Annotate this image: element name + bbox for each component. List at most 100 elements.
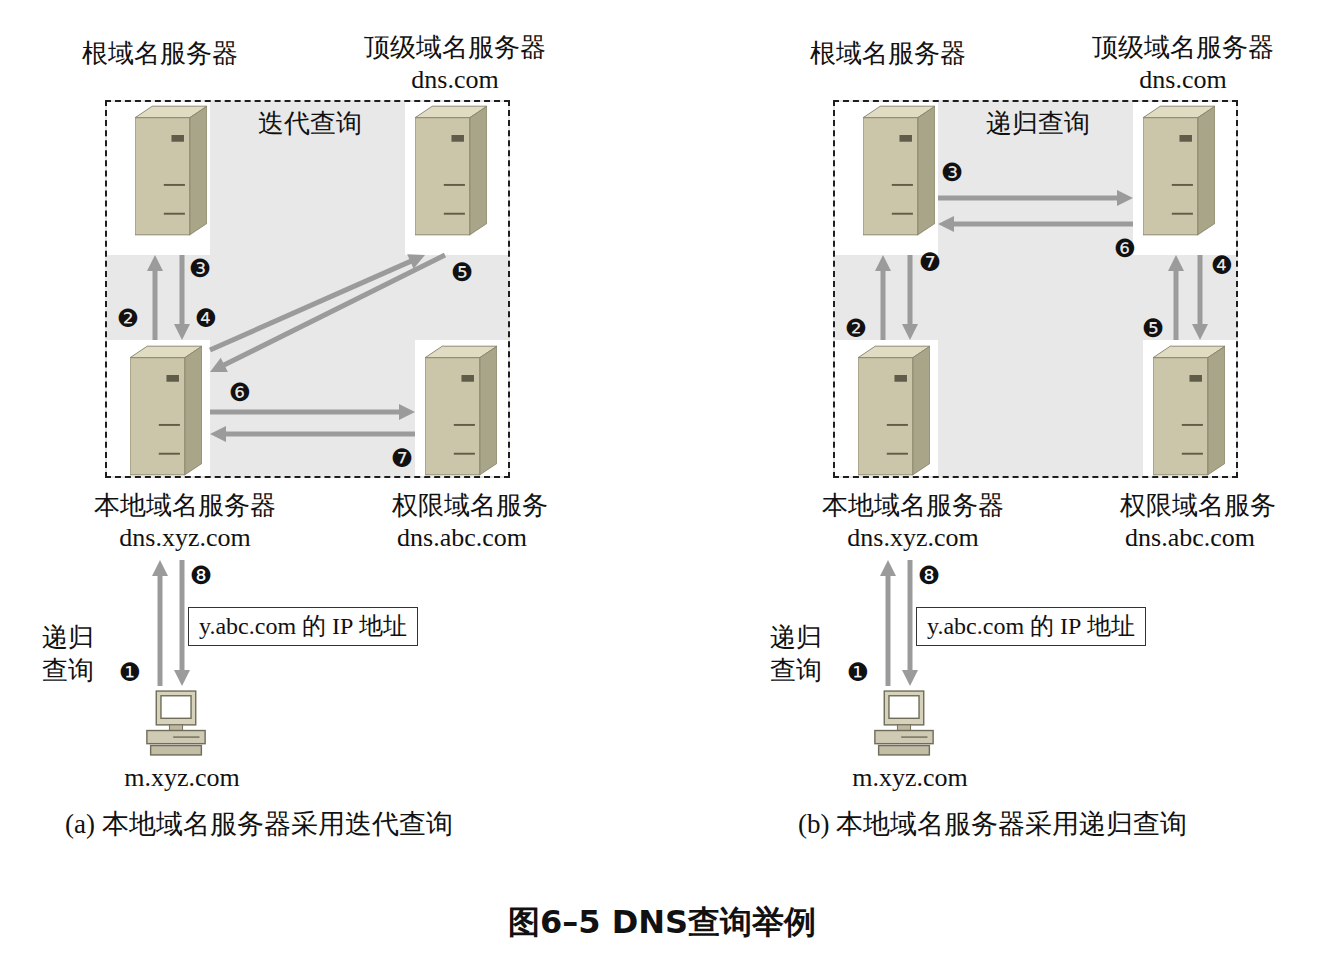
query-arrow bbox=[938, 190, 1133, 206]
text-slot: ❽ bbox=[190, 563, 212, 588]
server-label: dns.com bbox=[411, 64, 498, 95]
text-slot: ❷ bbox=[845, 316, 867, 341]
text-slot: 递归查询 bbox=[986, 108, 1090, 139]
callout-number: ❸ bbox=[189, 256, 211, 281]
server-ground bbox=[835, 102, 938, 255]
arrow-shaft bbox=[180, 255, 185, 326]
server-ground bbox=[1133, 102, 1236, 255]
query-region: 递归查询根域名服务器顶级域名服务器dns.com本地域名服务器dns.xyz.c… bbox=[833, 100, 1238, 478]
text-slot: dns.xyz.com bbox=[119, 522, 250, 553]
arrow-head bbox=[875, 255, 891, 271]
arrow-shaft bbox=[153, 269, 158, 340]
callout-number: ❶ bbox=[847, 660, 869, 685]
callout-number: ❻ bbox=[1114, 236, 1136, 261]
server-label: dns.abc.com bbox=[397, 522, 527, 553]
arrow-head bbox=[1192, 324, 1208, 340]
server-label: 本地域名服务器 bbox=[94, 490, 276, 521]
arrow-shaft bbox=[1198, 255, 1203, 326]
client-host: m.xyz.com bbox=[128, 686, 232, 796]
panel-caption: (a) 本地域名服务器采用迭代查询 bbox=[65, 808, 453, 840]
text-slot: ❻ bbox=[1114, 236, 1136, 261]
text-slot: ❻ bbox=[229, 380, 251, 405]
arrow-shaft bbox=[224, 432, 415, 437]
query-arrow bbox=[174, 255, 190, 340]
server-label: dns.xyz.com bbox=[847, 522, 978, 553]
text-slot: dns.com bbox=[1139, 64, 1226, 95]
server-label: 根域名服务器 bbox=[82, 38, 238, 69]
text-slot: ❹ bbox=[195, 306, 217, 331]
client-host: m.xyz.com bbox=[856, 686, 960, 796]
server-label: m.xyz.com bbox=[124, 762, 240, 793]
text-slot: dns.abc.com bbox=[1125, 522, 1255, 553]
callout-number: ❼ bbox=[391, 446, 413, 471]
arrow-head bbox=[152, 560, 168, 576]
arrow-head bbox=[902, 670, 918, 686]
query-arrow bbox=[880, 560, 896, 686]
arrow-head bbox=[902, 324, 918, 340]
server-ground bbox=[107, 340, 210, 476]
server-label: 顶级域名服务器 bbox=[364, 32, 546, 63]
query-arrow bbox=[210, 426, 415, 442]
arrow-shaft bbox=[886, 574, 891, 686]
server-label: 本地域名服务器 bbox=[822, 490, 1004, 521]
server-ground bbox=[835, 340, 938, 476]
authoritative-server: 权限域名服务dns.abc.com bbox=[415, 340, 510, 560]
callout-number: ❽ bbox=[190, 563, 212, 588]
arrow-shaft bbox=[908, 255, 913, 326]
text-slot: (a) 本地域名服务器采用迭代查询 bbox=[65, 808, 453, 840]
callout-number: ❻ bbox=[229, 380, 251, 405]
text-slot: dns.com bbox=[411, 64, 498, 95]
text-slot: 权限域名服务 bbox=[1120, 490, 1276, 521]
answer-box: y.abc.com 的 IP 地址 bbox=[188, 607, 418, 646]
callout-number: ❷ bbox=[117, 306, 139, 331]
arrow-head bbox=[938, 216, 954, 232]
server-label: 权限域名服务 bbox=[392, 490, 548, 521]
text-slot: 顶级域名服务器 bbox=[364, 32, 546, 63]
query-type-label: 递归 查询 bbox=[770, 622, 830, 687]
arrow-head bbox=[210, 426, 226, 442]
text-slot: 递归 查询 bbox=[770, 622, 830, 687]
server-icon bbox=[863, 106, 935, 235]
query-arrow bbox=[210, 404, 415, 420]
server-ground bbox=[107, 102, 210, 255]
server-icon bbox=[1153, 346, 1225, 475]
text-slot: ❽ bbox=[918, 563, 940, 588]
query-arrow bbox=[152, 560, 168, 686]
query-arrow bbox=[902, 255, 918, 340]
server-ground bbox=[415, 340, 508, 476]
panel-a-art bbox=[105, 100, 510, 755]
server-ground bbox=[1143, 340, 1236, 476]
arrow-shaft bbox=[952, 222, 1133, 227]
arrow-shaft bbox=[908, 560, 913, 672]
arrow-head bbox=[880, 560, 896, 576]
server-label: 权限域名服务 bbox=[1120, 490, 1276, 521]
arrow-head bbox=[147, 255, 163, 271]
server-label: dns.com bbox=[1139, 64, 1226, 95]
arrow-shaft bbox=[158, 574, 163, 686]
server-icon bbox=[1143, 106, 1215, 235]
callout-number: ❺ bbox=[1142, 316, 1164, 341]
query-arrow bbox=[210, 255, 445, 372]
root-server: 根域名服务器 bbox=[105, 35, 210, 255]
root-server: 根域名服务器 bbox=[833, 35, 938, 255]
region-fill bbox=[105, 100, 510, 478]
text-slot: 顶级域名服务器 bbox=[1092, 32, 1274, 63]
region-fill bbox=[833, 100, 1238, 478]
server-label: 根域名服务器 bbox=[810, 38, 966, 69]
local-server: 本地域名服务器dns.xyz.com bbox=[833, 340, 938, 560]
query-region: 迭代查询根域名服务器顶级域名服务器dns.com本地域名服务器dns.xyz.c… bbox=[105, 100, 510, 478]
query-arrow bbox=[1192, 255, 1208, 340]
computer-icon bbox=[147, 691, 205, 755]
answer-text: y.abc.com 的 IP 地址 bbox=[199, 612, 407, 641]
query-arrow bbox=[147, 255, 163, 340]
server-label: 顶级域名服务器 bbox=[1092, 32, 1274, 63]
tld-server: 顶级域名服务器dns.com bbox=[405, 30, 510, 255]
text-slot: ❼ bbox=[391, 446, 413, 471]
local-server: 本地域名服务器dns.xyz.com bbox=[105, 340, 210, 560]
arrow-shaft bbox=[223, 255, 445, 366]
text-slot: ❺ bbox=[1142, 316, 1164, 341]
callout-number: ❹ bbox=[195, 306, 217, 331]
text-slot: ❹ bbox=[1211, 253, 1233, 278]
callout-number: ❽ bbox=[918, 563, 940, 588]
